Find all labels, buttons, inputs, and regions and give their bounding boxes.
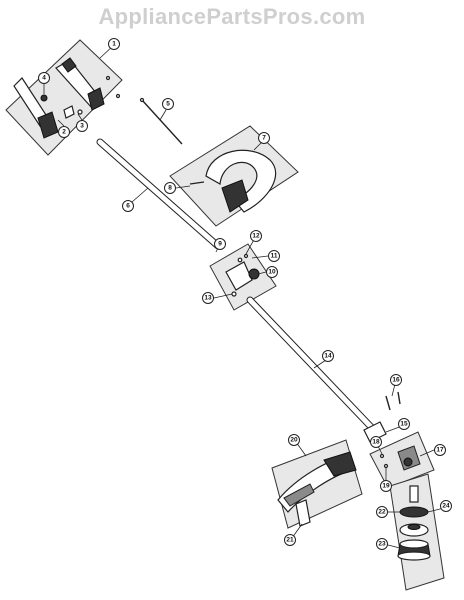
svg-text:15: 15 bbox=[400, 421, 408, 428]
svg-text:22: 22 bbox=[378, 509, 386, 516]
handle-assembly-box bbox=[5, 39, 123, 156]
gear-head bbox=[379, 445, 421, 471]
loop-handle-box bbox=[169, 125, 299, 227]
upper-shaft bbox=[97, 139, 221, 249]
callout-9: 9 bbox=[214, 238, 226, 250]
shaft-clamp bbox=[363, 421, 387, 443]
svg-text:6: 6 bbox=[126, 203, 130, 210]
svg-text:9: 9 bbox=[218, 241, 222, 248]
svg-text:18: 18 bbox=[372, 439, 380, 446]
loop-handle bbox=[189, 149, 277, 213]
svg-text:24: 24 bbox=[442, 503, 450, 510]
callout-7: 7 bbox=[258, 132, 270, 144]
svg-text:3: 3 bbox=[80, 123, 84, 130]
debris-guard bbox=[277, 451, 357, 513]
svg-text:16: 16 bbox=[392, 377, 400, 384]
svg-text:23: 23 bbox=[378, 541, 386, 548]
callout-13: 13 bbox=[202, 292, 214, 304]
callout-20: 20 bbox=[288, 434, 300, 446]
svg-text:8: 8 bbox=[168, 185, 172, 192]
trimmer-head bbox=[397, 485, 431, 561]
callout-17: 17 bbox=[434, 444, 446, 456]
svg-text:10: 10 bbox=[268, 269, 276, 276]
svg-text:2: 2 bbox=[62, 129, 66, 136]
svg-text:11: 11 bbox=[271, 253, 278, 260]
site-watermark: AppliancePartsPros.com bbox=[98, 4, 366, 29]
svg-text:5: 5 bbox=[166, 101, 170, 108]
svg-text:17: 17 bbox=[436, 447, 444, 454]
callout-2: 2 bbox=[58, 126, 70, 138]
coupler-parts bbox=[225, 253, 260, 297]
callout-14: 14 bbox=[322, 350, 334, 362]
callout-19: 19 bbox=[380, 480, 392, 492]
svg-text:21: 21 bbox=[286, 537, 294, 544]
svg-text:19: 19 bbox=[382, 483, 390, 490]
callout-3: 3 bbox=[76, 120, 88, 132]
callout-8: 8 bbox=[164, 182, 176, 194]
callout-21: 21 bbox=[284, 534, 296, 546]
throttle-cable bbox=[141, 99, 183, 145]
svg-text:20: 20 bbox=[290, 437, 298, 444]
callout-23: 23 bbox=[376, 538, 388, 550]
guard-bracket bbox=[295, 499, 311, 527]
screws bbox=[385, 391, 401, 411]
callout-16: 16 bbox=[390, 374, 402, 386]
callout-6: 6 bbox=[122, 200, 134, 212]
callout-5: 5 bbox=[162, 98, 174, 110]
svg-text:13: 13 bbox=[204, 295, 212, 302]
handle-parts bbox=[13, 57, 121, 139]
lower-shaft bbox=[247, 297, 377, 433]
callout-1: 1 bbox=[108, 38, 120, 50]
callout-11: 11 bbox=[268, 250, 280, 262]
callout-4: 4 bbox=[38, 72, 50, 84]
svg-text:1: 1 bbox=[112, 41, 116, 48]
svg-text:4: 4 bbox=[42, 75, 46, 82]
callout-15: 15 bbox=[398, 418, 410, 430]
callout-18: 18 bbox=[370, 436, 382, 448]
svg-text:14: 14 bbox=[324, 353, 332, 360]
callout-24: 24 bbox=[440, 500, 452, 512]
svg-text:7: 7 bbox=[262, 135, 266, 142]
callout-10: 10 bbox=[266, 266, 278, 278]
callout-22: 22 bbox=[376, 506, 388, 518]
svg-text:12: 12 bbox=[252, 233, 260, 240]
callout-12: 12 bbox=[250, 230, 262, 242]
